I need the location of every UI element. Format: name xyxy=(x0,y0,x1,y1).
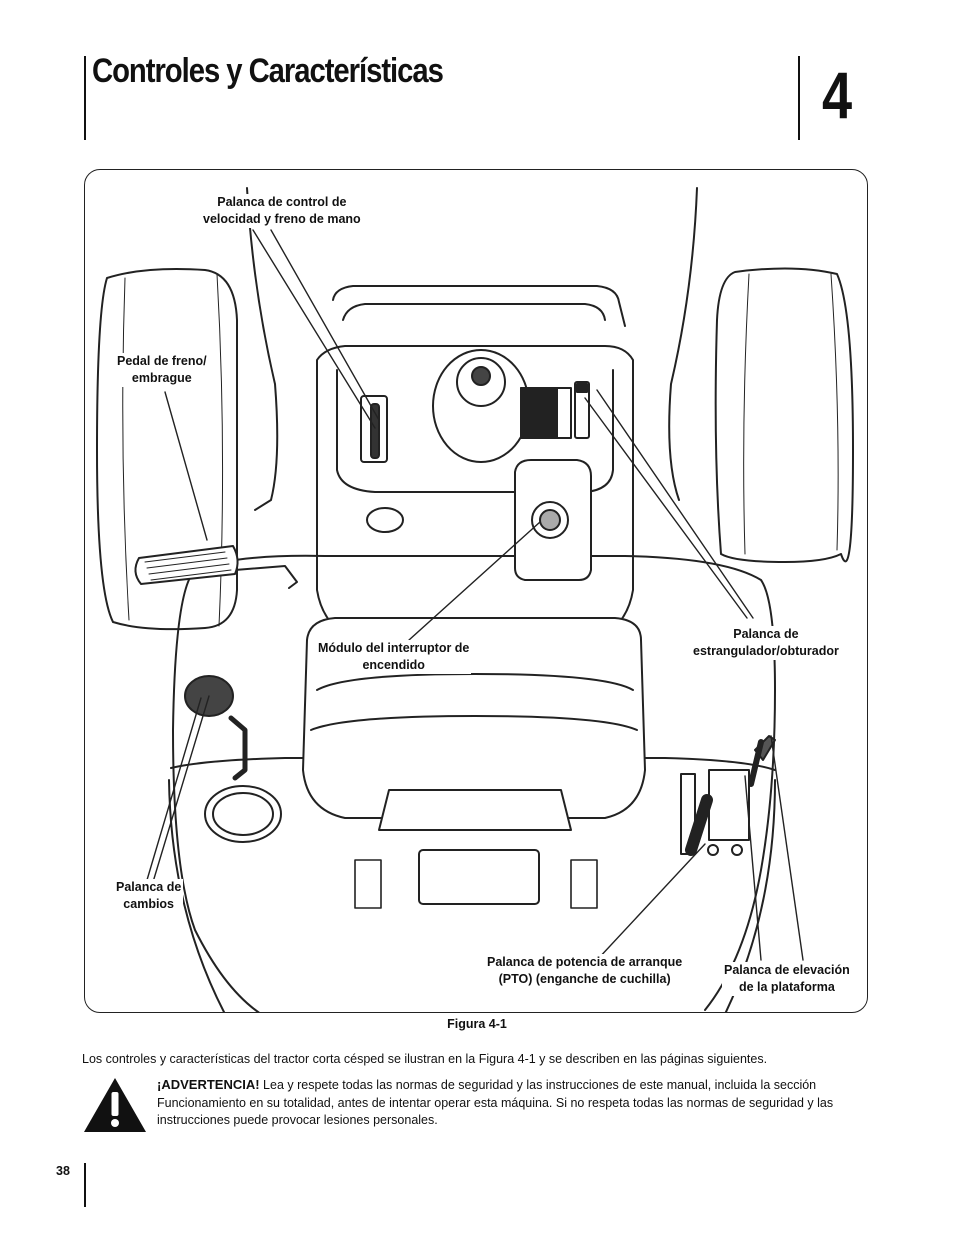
callout-throttle-line2: estrangulador/obturador xyxy=(693,644,839,658)
tractor-body xyxy=(168,187,776,1012)
callout-speed-lever-line2: velocidad y freno de mano xyxy=(203,212,361,226)
chapter-number: 4 xyxy=(822,58,853,132)
warning-body: Lea y respete todas las normas de seguri… xyxy=(157,1078,834,1127)
warning-triangle-icon xyxy=(84,1078,146,1132)
figure-caption: Figura 4-1 xyxy=(447,1017,507,1031)
gear-shift-lever xyxy=(184,675,282,843)
warning-heading: ¡ADVERTENCIA! xyxy=(157,1077,260,1092)
fuel-cap xyxy=(432,349,530,463)
callout-throttle: Palanca de estrangulador/obturador xyxy=(691,626,841,660)
throttle-decal xyxy=(520,381,590,439)
callout-brake-pedal-line2: embrague xyxy=(131,371,192,385)
callout-ignition-line1: Módulo del interruptor de xyxy=(318,641,470,655)
callout-shift-line1: Palanca de xyxy=(116,880,182,894)
callout-pto-line1: Palanca de potencia de arranque xyxy=(487,955,683,969)
headlight-switch xyxy=(366,507,404,533)
callout-gear-shift: Palanca de cambios xyxy=(114,879,184,913)
intro-paragraph: Los controles y características del trac… xyxy=(82,1052,768,1066)
callout-deck-lift: Palanca de elevación de la plataforma xyxy=(722,962,852,996)
pto-deck-controls xyxy=(680,735,776,856)
callout-speed-lever: Palanca de control de velocidad y freno … xyxy=(201,194,363,228)
callout-ignition-line2: encendido xyxy=(362,658,425,672)
callout-pto-line2: (PTO) (enganche de cuchilla) xyxy=(498,972,671,986)
callout-ignition-module: Módulo del interruptor de encendido xyxy=(316,640,472,674)
page-number: 38 xyxy=(56,1164,70,1178)
speed-lever-slot xyxy=(360,395,388,463)
seat-springs xyxy=(354,859,598,909)
callout-pto: Palanca de potencia de arranque (PTO) (e… xyxy=(485,954,685,988)
footer-rule xyxy=(84,1163,86,1207)
callout-brake-pedal-line1: Pedal de freno/ xyxy=(117,354,207,368)
page-title: Controles y Características xyxy=(92,52,444,90)
header-rule-left xyxy=(84,56,86,140)
callout-throttle-line1: Palanca de xyxy=(733,627,799,641)
header-rule-right xyxy=(798,56,800,140)
warning-block: ¡ADVERTENCIA! Lea y respete todas las no… xyxy=(157,1076,877,1130)
callout-brake-pedal: Pedal de freno/ embrague xyxy=(115,353,209,387)
right-rear-tire xyxy=(714,267,854,563)
brake-pedal xyxy=(134,545,298,589)
callout-speed-lever-line1: Palanca de control de xyxy=(217,195,347,209)
figure-4-1: Palanca de control de velocidad y freno … xyxy=(84,169,868,1013)
callout-leader-lines xyxy=(146,229,804,961)
callout-deck-lift-line2: de la plataforma xyxy=(738,980,835,994)
tractor-controls-illustration xyxy=(96,187,854,1012)
callout-shift-line2: cambios xyxy=(123,897,175,911)
ignition-module xyxy=(514,459,592,581)
callout-deck-lift-line1: Palanca de elevación xyxy=(724,963,850,977)
